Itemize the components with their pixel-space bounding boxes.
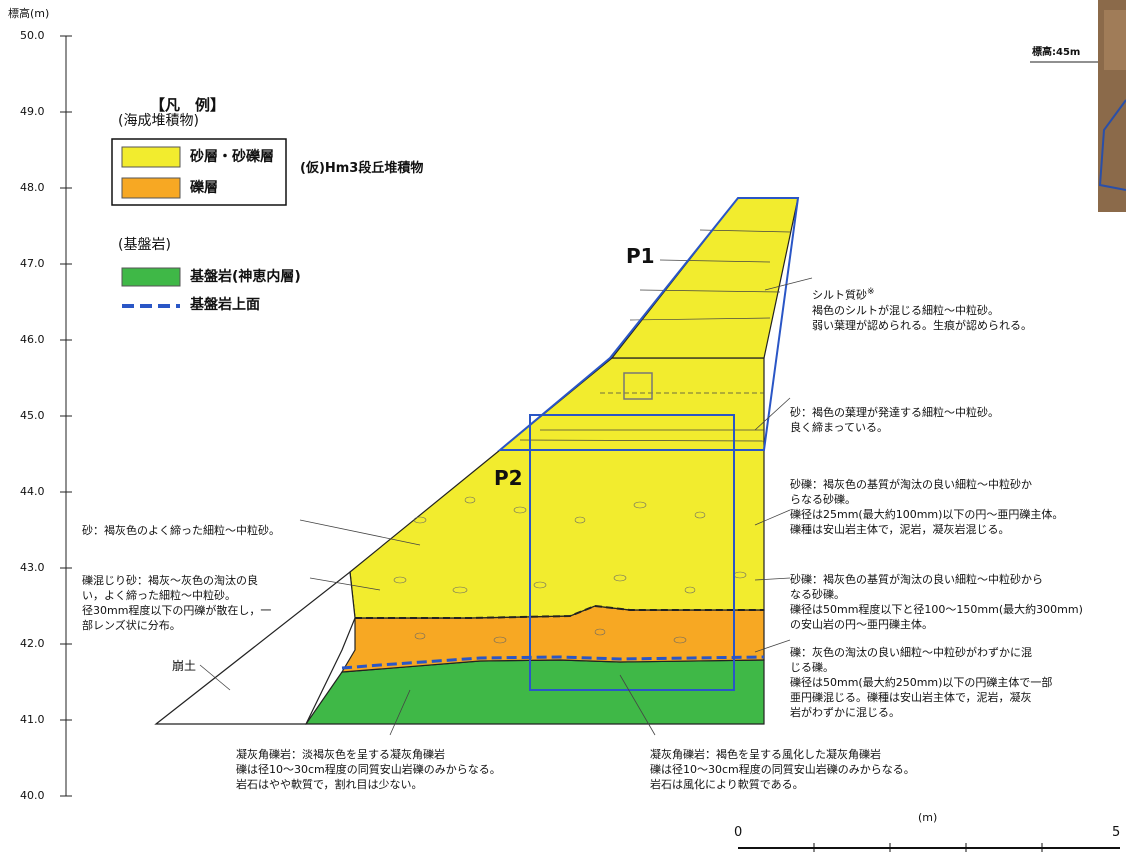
annotation-silt-sand: シルト質砂※ 褐色のシルトが混じる細粒～中粒砂。 弱い葉理が認められる。生痕が認… xyxy=(812,287,1032,332)
region-p1-frame xyxy=(497,197,800,451)
legend-swatch-sand xyxy=(121,146,181,168)
legend-bedrock-heading: (基盤岩) xyxy=(118,237,171,253)
legend-title: 【凡 例】 xyxy=(150,96,226,114)
lamination-lines xyxy=(519,229,791,442)
region-p2-label: P2 xyxy=(494,466,523,490)
legend-marine-heading: (海成堆積物) xyxy=(118,113,199,129)
tick-label: 44.0 xyxy=(20,485,45,498)
layer-silty-sand xyxy=(610,197,799,359)
legend-gravel-label: 礫層 xyxy=(190,180,218,196)
leader-lines xyxy=(199,277,813,736)
axis-unit-label: 標高(m) xyxy=(8,7,50,20)
tick-label: 49.0 xyxy=(20,105,45,118)
elevation-axis xyxy=(60,35,72,797)
scale-end: 5 xyxy=(1112,825,1121,840)
annotation-sandy-gravel-b: 砂礫：褐灰色の基質が淘汰の良い細粒～中粒砂から なる砂礫。 礫径は50mm程度以… xyxy=(790,573,1083,631)
scale-unit: (m) xyxy=(918,811,938,824)
tick-label: 40.0 xyxy=(20,789,45,802)
region-p2-frame xyxy=(529,414,735,691)
legend-bedrock-label: 基盤岩(神恵内層) xyxy=(190,269,301,285)
annotation-tuff-breccia-right: 凝灰角礫岩：褐色を呈する風化した凝灰角礫岩 礫は径10～30cm程度の同質安山岩… xyxy=(650,748,915,791)
legend-swatch-bedrock xyxy=(121,267,181,287)
legend-sand-label: 砂層・砂礫層 xyxy=(190,149,274,165)
annotation-colluvium: 崩土 xyxy=(172,659,197,673)
contact-gravel-top xyxy=(355,604,764,619)
tick-label: 41.0 xyxy=(20,713,45,726)
annotation-left-sand: 砂：褐灰色のよく締った細粒～中粒砂。 xyxy=(82,524,280,537)
annotation-gravel-c: 礫：灰色の淘汰の良い細粒～中粒砂がわずかに混 じる礫。 礫径は50mm(最大約2… xyxy=(790,646,1053,719)
annotation-sandy-gravel-a: 砂礫：褐灰色の基質が淘汰の良い細粒～中粒砂か らなる砂礫。 礫径は25mm(最大… xyxy=(790,478,1064,536)
tick-label: 48.0 xyxy=(20,181,45,194)
scale-start: 0 xyxy=(734,825,743,840)
legend-swatch-gravel xyxy=(121,177,181,199)
tick-label: 45.0 xyxy=(20,409,45,422)
photo-elevation-label: 標高:45m xyxy=(1032,47,1081,58)
small-sample-frame xyxy=(623,372,653,400)
gravel-texture xyxy=(393,496,747,644)
layer-colluvium xyxy=(154,570,356,725)
annotation-gravelly-sand: 礫混じり砂：褐灰～灰色の淘汰の良 い，よく締った細粒～中粒砂。 径30mm程度以… xyxy=(82,574,272,632)
tick-label: 42.0 xyxy=(20,637,45,650)
annotation-tuff-breccia-left: 凝灰角礫岩：淡褐灰色を呈する凝灰角礫岩 礫は径10～30cm程度の同質安山岩礫の… xyxy=(236,748,501,791)
layer-sand xyxy=(349,357,765,619)
annotation-laminated-sand: 砂：褐色の葉理が発達する細粒～中粒砂。 良く締まっている。 xyxy=(790,406,999,434)
tick-label: 47.0 xyxy=(20,257,45,270)
tick-label: 50.0 xyxy=(20,29,45,42)
legend-terrace-note: (仮)Hm3段丘堆積物 xyxy=(300,161,424,176)
tick-label: 43.0 xyxy=(20,561,45,574)
bedrock-surface-line xyxy=(341,655,765,670)
legend-box xyxy=(111,138,287,206)
tick-label: 46.0 xyxy=(20,333,45,346)
legend-bedrock-surface-label: 基盤岩上面 xyxy=(190,297,260,313)
region-p1-label: P1 xyxy=(626,244,655,268)
scale-bar xyxy=(738,843,1120,852)
